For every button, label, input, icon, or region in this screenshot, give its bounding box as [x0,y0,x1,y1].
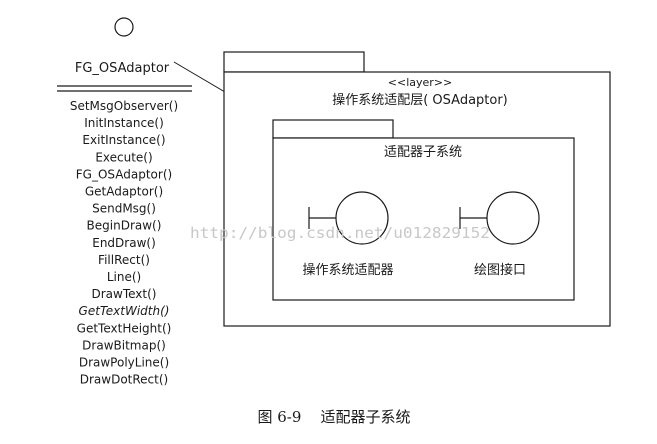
watermark: http://blog.csdn.net/u012829152 [190,224,490,242]
boundary-circle [335,191,389,245]
subsystem-name: 适配器子系统 [384,145,462,160]
boundary-os-adaptor: 操作系统适配器 [302,191,394,278]
adaptor-class: FG_OSAdaptor SetMsgObserver() InitInstanc… [57,17,192,387]
layer-stereotype: <<layer>> [388,76,452,89]
class-method: Line() [107,270,141,284]
class-method: FillRect() [98,253,150,267]
boundary-draw-interface: 绘图接口 [459,191,540,278]
class-method: DrawPolyLine() [79,356,169,370]
boundary-label: 操作系统适配器 [302,262,393,278]
layer-package-tab [223,51,365,73]
class-method: InitInstance() [84,116,164,130]
figure-caption: 图 6-9 适配器子系统 [258,408,411,426]
class-method: BeginDraw() [87,219,162,233]
class-method: DrawDotRect() [80,373,168,387]
class-method: GetTextWidth() [79,304,170,318]
class-method: ExitInstance() [82,133,165,147]
class-method: SendMsg() [92,202,156,216]
layer-name: 操作系统适配层( OSAdaptor) [332,92,508,108]
class-method: EndDraw() [92,236,156,250]
boundary-circle [486,191,540,245]
subsystem-package-tab [272,119,394,139]
class-lollipop-icon [114,17,134,37]
boundary-label: 绘图接口 [474,262,526,278]
class-method: GetAdaptor() [85,185,163,199]
class-method: Execute() [95,150,152,164]
class-method: FG_OSAdaptor() [76,167,172,181]
class-method: GetTextHeight() [77,321,172,335]
class-method: SetMsgObserver() [70,99,178,113]
class-method: DrawText() [92,287,157,301]
class-name: FG_OSAdaptor [75,61,170,76]
class-methods: SetMsgObserver() InitInstance() ExitInstan… [70,99,178,387]
class-method: DrawBitmap() [82,338,166,352]
